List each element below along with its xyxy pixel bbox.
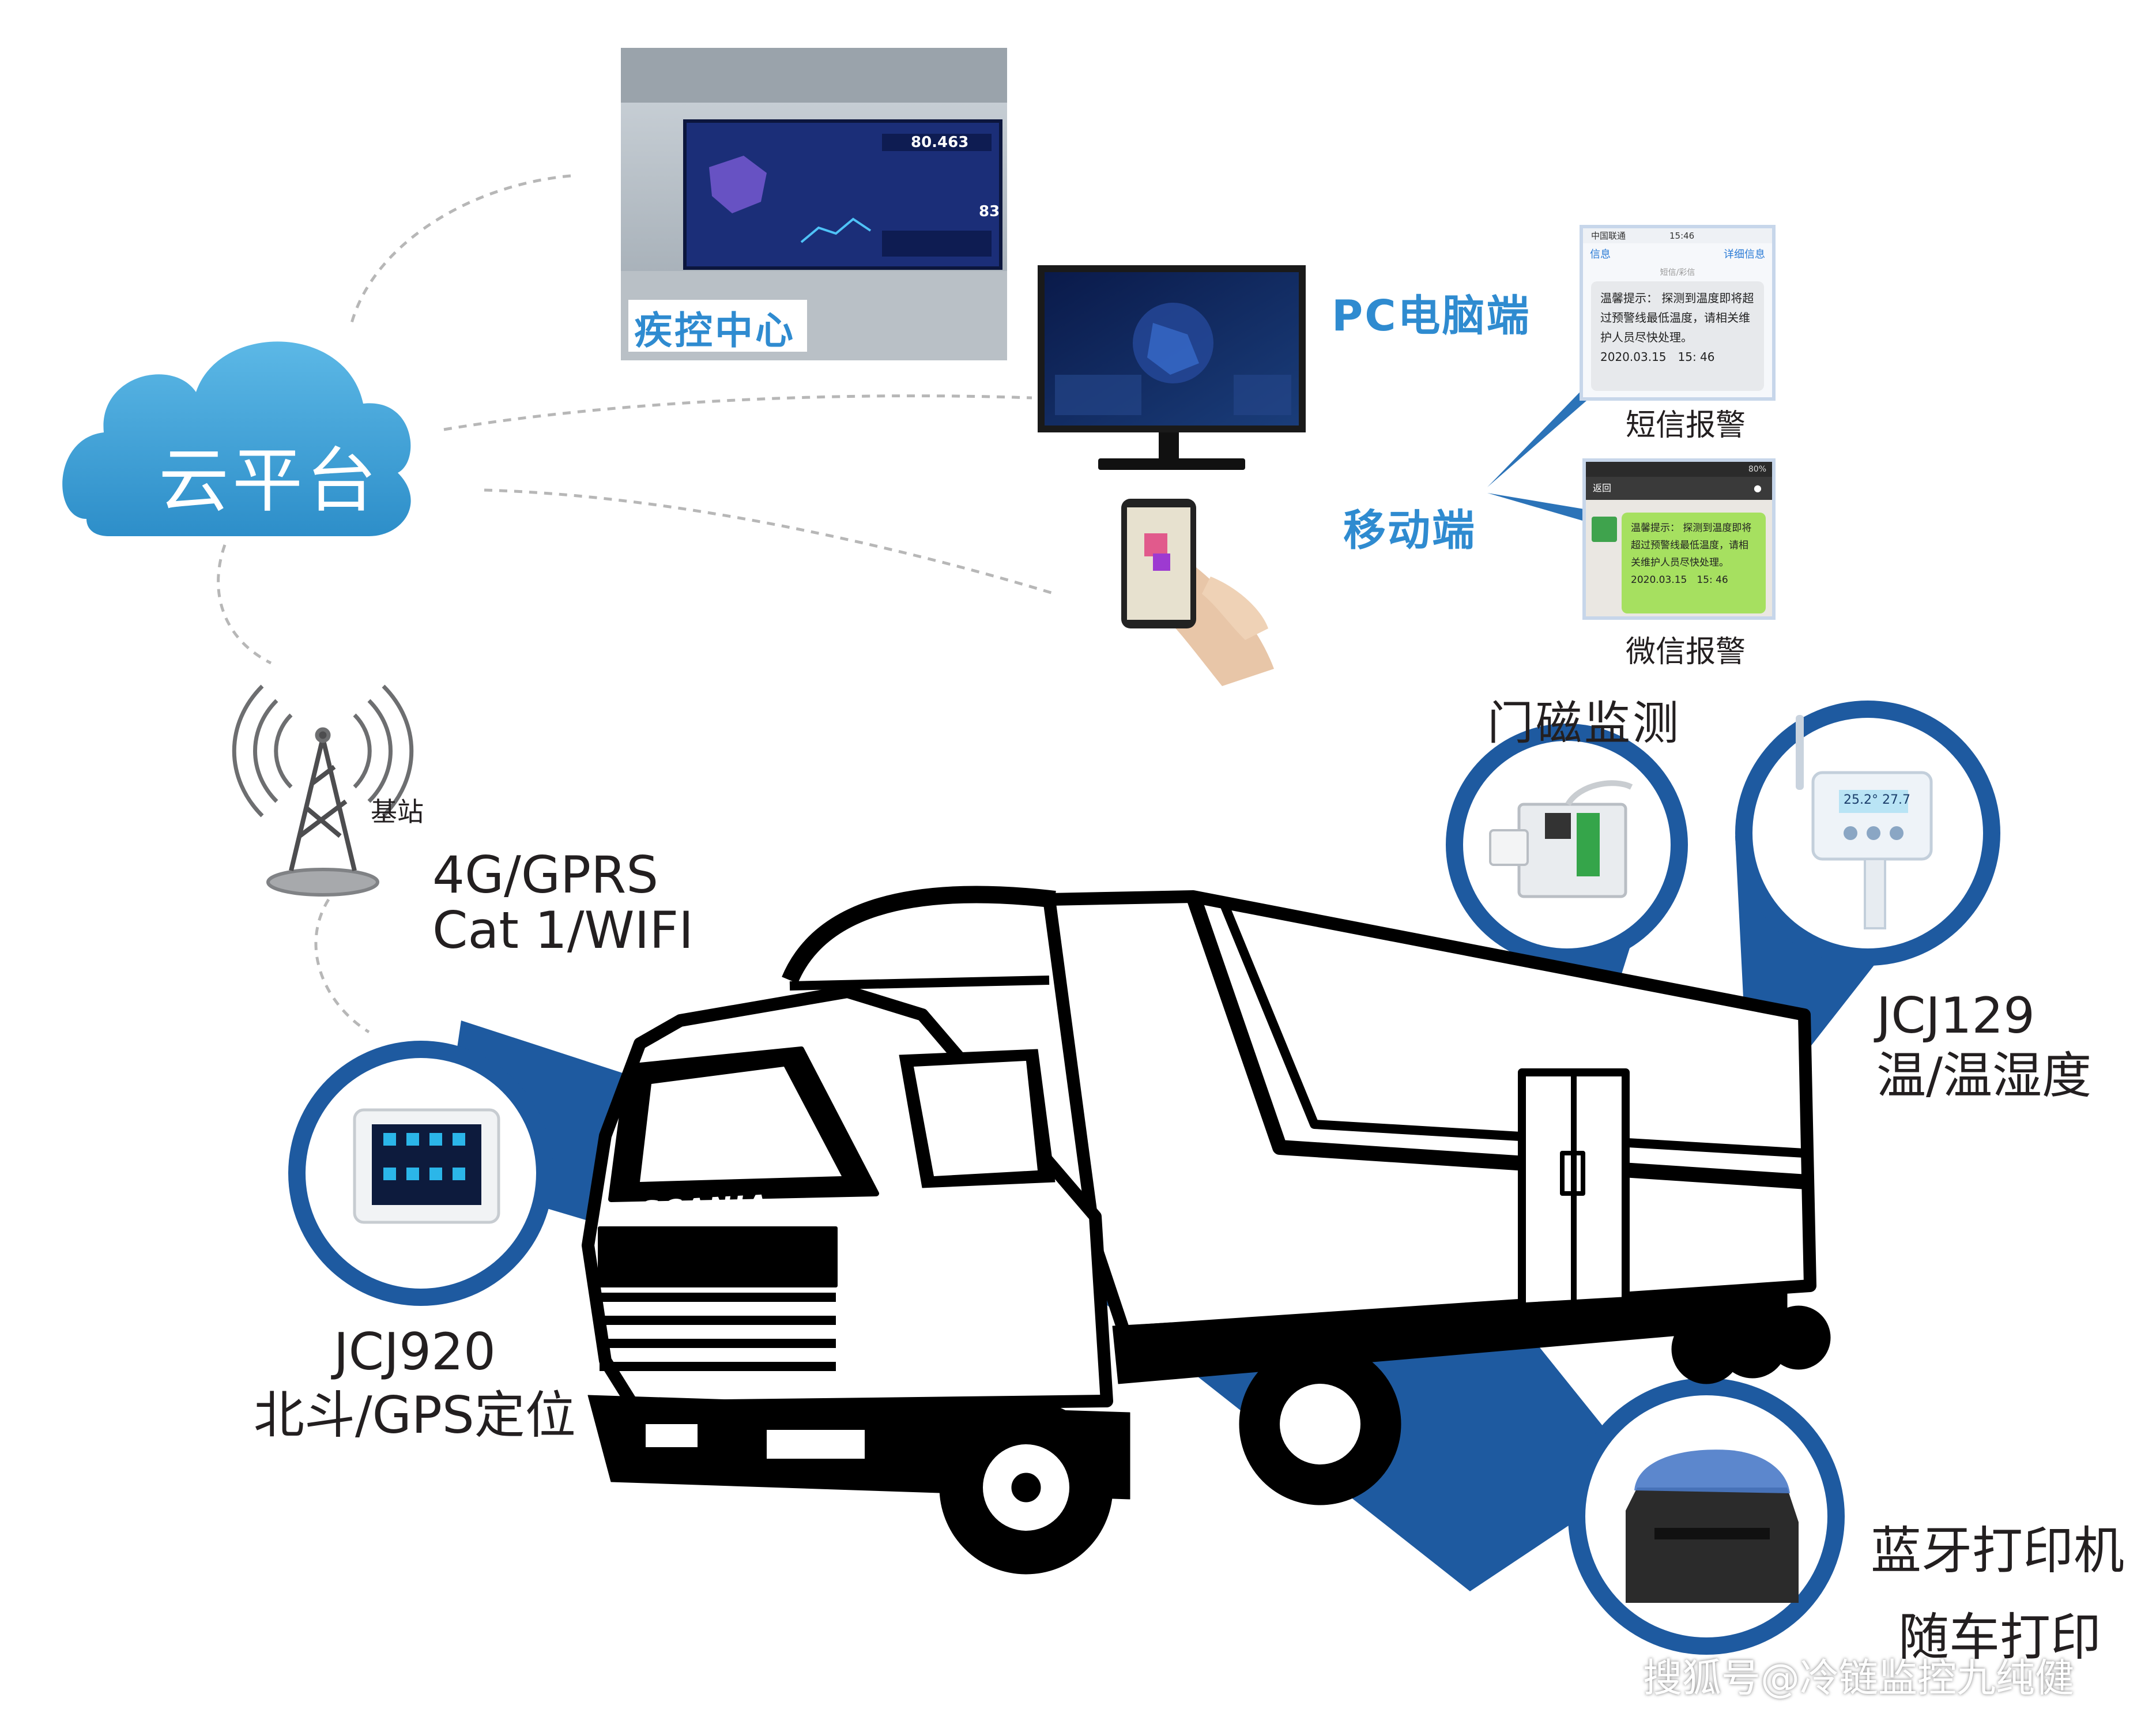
printer-line-1: 蓝牙打印机 <box>1871 1521 2125 1580</box>
cdc-wall-value-1: 80.463 <box>911 134 969 151</box>
network-label: 4G/GPRS Cat 1/WIFI <box>432 848 693 958</box>
watermark: 搜狐号@冷链监控九纯健 <box>1643 1656 2075 1701</box>
network-line-2: Cat 1/WIFI <box>432 901 694 960</box>
cell-tower-icon <box>232 684 414 897</box>
mobile-label: 移动端 <box>1343 506 1476 555</box>
pc-label: PC电脑端 <box>1332 291 1531 341</box>
printer-line-2: 随车打印 <box>1898 1607 2102 1667</box>
printer-device <box>1626 1449 1799 1603</box>
wechat-alert-caption: 微信报警 <box>1626 635 1746 669</box>
gps-terminal-model: JCJ920 <box>333 1322 496 1381</box>
sms-detail-button[interactable]: 详细信息 <box>1724 248 1765 261</box>
wechat-avatar <box>1592 517 1617 542</box>
link-cloud-pc <box>443 394 1032 431</box>
printer-label: 蓝牙打印机 随车打印 <box>1871 1508 2124 1681</box>
base-station-label: 基站 <box>371 796 424 827</box>
refrigerated-truck <box>582 886 1831 1575</box>
sms-back-button[interactable]: 信息 <box>1590 248 1611 261</box>
cdc-wall-value-2: 83 <box>979 203 1000 220</box>
wechat-back-button[interactable]: 返回 <box>1593 483 1612 494</box>
door-sensor-device <box>1489 780 1633 898</box>
sms-alert-caption: 短信报警 <box>1626 408 1746 443</box>
wechat-alert-card: 80% 返回 ● 温馨提示： 探测到温度即将超过预警线最低温度，请相关维护人员尽… <box>1582 458 1776 620</box>
temp-sensor-desc: 温/温湿度 <box>1876 1047 2091 1105</box>
sms-subtitle: 短信/彩信 <box>1660 268 1695 277</box>
temp-sensor-model: JCJ129 <box>1876 987 2035 1045</box>
link-tower-gps <box>314 898 370 1034</box>
cdc-center-label: 疾控中心 <box>634 308 796 353</box>
gps-terminal-desc: 北斗/GPS定位 <box>254 1385 576 1445</box>
sms-alert-card: 中国联通 15:46 信息 详细信息 短信/彩信 温馨提示： 探测到温度即将超过… <box>1580 225 1776 401</box>
pc-monitor-icon <box>1038 265 1306 470</box>
truck-brand-badge: SCANIA <box>639 1189 771 1228</box>
temp-sensor-device <box>1796 715 1933 929</box>
wechat-battery: 80% <box>1748 465 1766 474</box>
sms-time: 15:46 <box>1669 231 1695 241</box>
sms-carrier: 中国联通 <box>1591 231 1626 241</box>
cloud-icon <box>62 341 411 536</box>
sms-message-text: 温馨提示： 探测到温度即将超过预警线最低温度，请相关维护人员尽快处理。 <box>1600 291 1754 344</box>
cdc-center-photo <box>621 48 1007 360</box>
temp-sensor-screen: 25.2° 27.7 <box>1844 793 1910 807</box>
wechat-message-date: 2020.03.15 15: 46 <box>1631 574 1728 586</box>
cloud-platform-label: 云平台 <box>159 440 380 522</box>
connection-lines <box>217 174 1056 1034</box>
temp-sensor-label: JCJ129 温/温湿度 <box>1876 986 2091 1106</box>
wechat-message-bubble: 温馨提示： 探测到温度即将超过预警线最低温度，请相关维护人员尽快处理。 2020… <box>1622 513 1766 613</box>
link-cloud-cdc <box>350 174 571 323</box>
link-cloud-tower <box>217 544 272 665</box>
gps-terminal-label: JCJ920 北斗/GPS定位 <box>254 1320 576 1447</box>
sms-message-bubble: 温馨提示： 探测到温度即将超过预警线最低温度，请相关维护人员尽快处理。 2020… <box>1591 281 1764 391</box>
network-line-1: 4G/GPRS <box>432 845 659 905</box>
door-sensor-label: 门磁监测 <box>1487 696 1681 750</box>
gps-terminal-device <box>353 1108 500 1224</box>
link-cloud-mobile <box>484 488 1056 596</box>
temp-sensor-callout <box>1735 701 2000 1124</box>
wechat-contact-icon[interactable]: ● <box>1754 483 1762 494</box>
sms-message-date: 2020.03.15 15: 46 <box>1600 350 1715 364</box>
callout-lines <box>1487 381 1600 522</box>
phone-in-hand-icon <box>1121 499 1274 686</box>
wechat-message-text: 温馨提示： 探测到温度即将超过预警线最低温度，请相关维护人员尽快处理。 <box>1631 522 1752 568</box>
